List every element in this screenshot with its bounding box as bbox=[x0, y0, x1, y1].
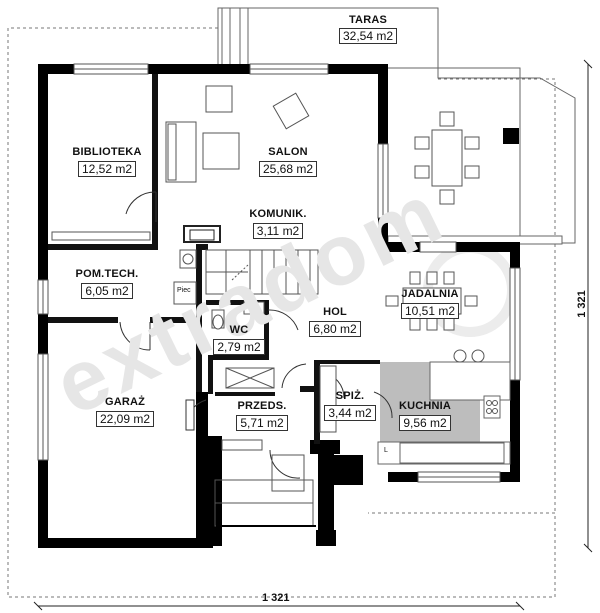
kitchen-area bbox=[377, 361, 511, 465]
interior-walls bbox=[48, 74, 380, 444]
dimension-height: 1 321 bbox=[576, 290, 588, 318]
dimension-lines bbox=[33, 59, 593, 611]
door-swings bbox=[119, 191, 393, 479]
terrace-table bbox=[414, 111, 480, 205]
entrance-canopy bbox=[214, 454, 316, 527]
windows bbox=[37, 63, 521, 483]
dimension-width: 1 321 bbox=[262, 592, 290, 604]
stove-label: Piec bbox=[177, 287, 191, 294]
tech-equipment bbox=[173, 249, 197, 305]
fridge-label: L bbox=[384, 447, 388, 454]
wc-fixtures bbox=[211, 301, 265, 341]
fireplace bbox=[183, 225, 221, 243]
bar-stools bbox=[453, 349, 485, 363]
living-furniture bbox=[165, 85, 310, 183]
hall-wardrobe bbox=[225, 365, 337, 433]
stairs bbox=[205, 249, 319, 295]
